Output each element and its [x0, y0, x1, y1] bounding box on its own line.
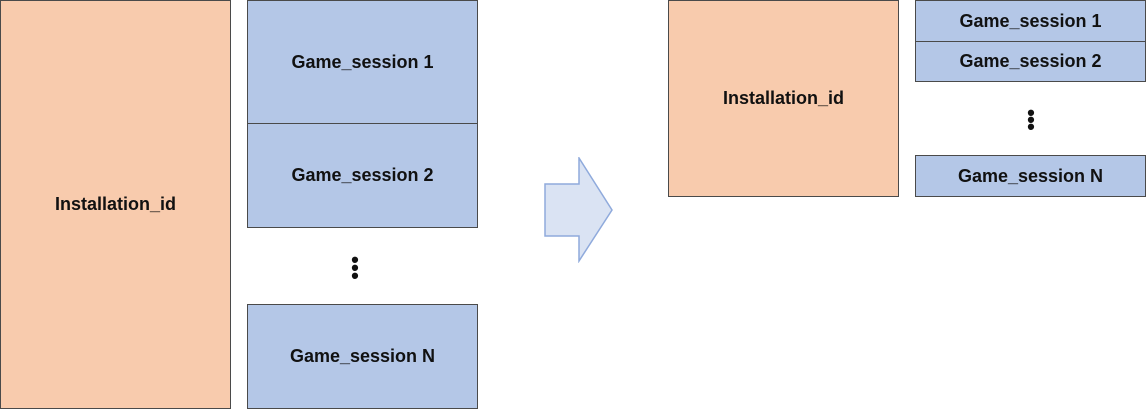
left-installation-box: Installation_id: [0, 0, 231, 409]
left-session-1-box: Game_session 1: [247, 0, 478, 124]
left-session-n-box: Game_session N: [247, 304, 478, 409]
right-session-n-label: Game_session N: [957, 165, 1104, 186]
right-ellipsis: • • •: [1027, 100, 1035, 139]
right-installation-box: Installation_id: [668, 0, 899, 197]
right-arrow-icon: [544, 157, 613, 263]
left-session-1-label: Game_session 1: [291, 51, 434, 72]
left-session-2-label: Game_session 2: [291, 165, 434, 185]
left-session-n-label: Game_session N: [289, 346, 436, 366]
right-installation-label: Installation_id: [722, 88, 845, 108]
left-session-2-box: Game_session 2: [247, 123, 478, 228]
left-ellipsis: • • •: [351, 247, 359, 288]
right-session-1-label: Game_session 1: [959, 10, 1102, 31]
right-session-n-box: Game_session N: [915, 155, 1146, 197]
right-session-1-box: Game_session 1: [915, 0, 1146, 42]
left-installation-label: Installation_id: [54, 194, 177, 214]
right-session-2-box: Game_session 2: [915, 41, 1146, 82]
right-session-2-label: Game_session 2: [959, 51, 1102, 71]
